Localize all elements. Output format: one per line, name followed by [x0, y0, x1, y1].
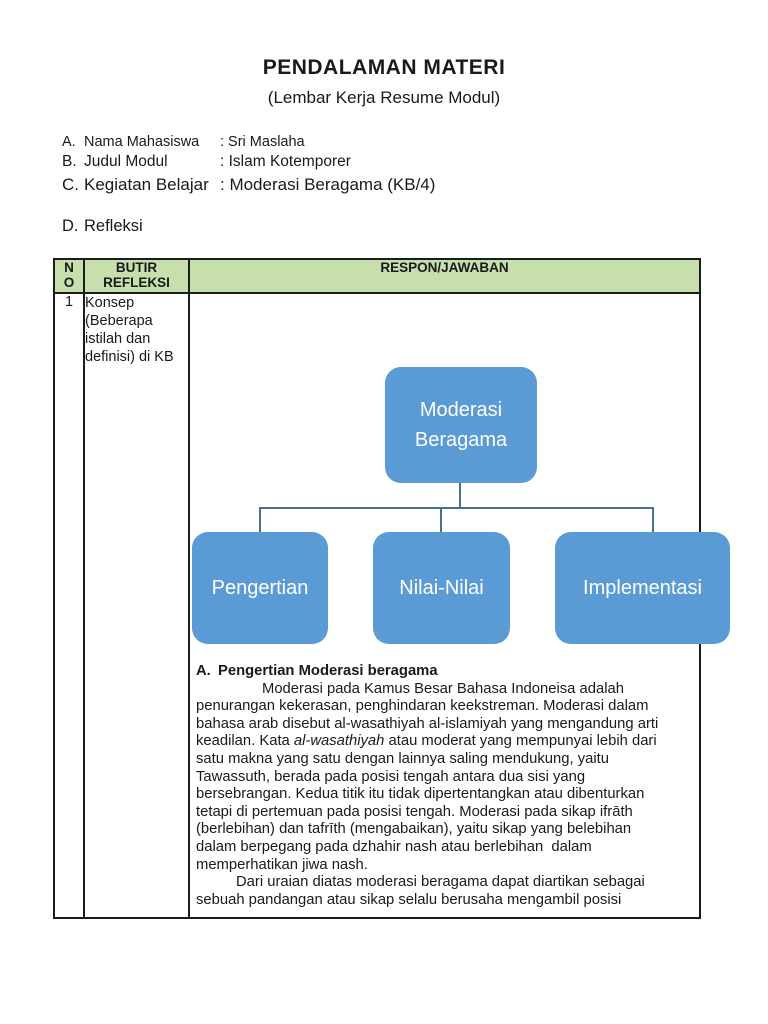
- paragraph-line: bersebrangan. Kedua titik itu tidak dipe…: [196, 786, 645, 803]
- header-respon-label: RESPON/JAWABAN: [380, 260, 509, 275]
- info-row-judul-modul: B. Judul Modul : Islam Kotemporer: [62, 153, 435, 171]
- paragraph-line: Tawassuth, berada pada posisi tengah ant…: [196, 768, 586, 785]
- header-cell-no: N O: [53, 258, 85, 294]
- paragraph-line: keadilan. Kata al-wasathiyah atau modera…: [196, 733, 657, 750]
- reflection-table: N O BUTIR REFLEKSI RESPON/JAWABAN 1 Kons…: [53, 258, 730, 919]
- connector-line-trunk: [459, 483, 461, 509]
- connector-line-stub-right: [652, 507, 654, 534]
- info-marker: A.: [62, 134, 76, 150]
- paragraph-line: dalam berpegang pada dzhahir nash atau b…: [196, 838, 592, 855]
- info-row-kegiatan-belajar: C. Kegiatan Belajar : Moderasi Beragama …: [62, 175, 435, 195]
- cell-butir-refleksi: Konsep (Beberapa istilah dan definisi) d…: [83, 292, 190, 919]
- diagram-node-label: Nilai-Nilai: [399, 577, 484, 599]
- diagram-node-label: Pengertian: [211, 577, 309, 599]
- cell-row-number: 1: [53, 292, 85, 919]
- header-butir-line2: REFLEKSI: [103, 275, 170, 291]
- paragraph-line: bahasa arab disebut al-wasathiyah al-isl…: [196, 715, 659, 732]
- connector-line-stub-left: [259, 507, 261, 534]
- paragraph-line: tetapi di pertemuan pada posisi tengah. …: [196, 803, 633, 820]
- document-info-list: A. Nama Mahasiswa : Sri Maslaha B. Judul…: [62, 134, 435, 236]
- info-label: Refleksi: [84, 217, 143, 235]
- connector-line-stub-middle: [440, 507, 442, 534]
- info-marker: B.: [62, 153, 77, 170]
- table-row: 1 Konsep (Beberapa istilah dan definisi)…: [53, 292, 730, 919]
- diagram-node-label: Implementasi: [583, 577, 702, 599]
- connector-line-horizontal: [259, 507, 654, 509]
- info-value: : Islam Kotemporer: [220, 153, 351, 170]
- info-label: Kegiatan Belajar: [84, 175, 209, 194]
- page-subtitle: (Lembar Kerja Resume Modul): [267, 88, 501, 107]
- diagram-node-pengertian: Pengertian: [192, 532, 328, 644]
- paragraph-line: (berlebihan) dan tafrīth (mengabaikan), …: [196, 821, 632, 838]
- cell-respon-jawaban: Moderasi Beragama Pengertian Nilai-Nilai…: [188, 292, 730, 919]
- info-row-refleksi: D. Refleksi: [62, 217, 435, 236]
- info-value: : Moderasi Beragama (KB/4): [220, 175, 436, 194]
- diagram-node-nilai-nilai: Nilai-Nilai: [373, 532, 510, 644]
- section-heading: A. Pengertian Moderasi beragama: [196, 663, 698, 681]
- info-marker: C.: [62, 175, 79, 194]
- table-header-row: N O BUTIR REFLEKSI RESPON/JAWABAN: [53, 258, 701, 294]
- paragraph-line: Dari uraian diatas moderasi beragama dap…: [236, 874, 645, 891]
- respon-text-block: A. Pengertian Moderasi beragama Moderasi…: [196, 663, 698, 909]
- section-heading-marker: A.: [196, 663, 211, 679]
- section-heading-label: Pengertian Moderasi beragama: [218, 663, 438, 679]
- page-title: PENDALAMAN MATERI: [262, 56, 506, 79]
- diagram-node-moderasi-beragama: Moderasi Beragama: [385, 367, 537, 483]
- paragraph-lines: Moderasi pada Kamus Besar Bahasa Indonei…: [196, 681, 698, 910]
- paragraph-line: sebuah pandangan atau sikap selalu berus…: [196, 891, 622, 908]
- header-no-line2: O: [63, 275, 75, 291]
- info-label: Judul Modul: [84, 153, 168, 170]
- info-label: Nama Mahasiswa: [84, 134, 200, 150]
- info-row-nama-mahasiswa: A. Nama Mahasiswa : Sri Maslaha: [62, 134, 435, 150]
- header-no-line1: N: [64, 260, 74, 275]
- diagram-node-implementasi: Implementasi: [555, 532, 730, 644]
- header-cell-butir-refleksi: BUTIR REFLEKSI: [83, 258, 190, 294]
- diagram-node-label: Moderasi Beragama: [414, 399, 508, 451]
- header-butir-line1: BUTIR: [115, 260, 158, 275]
- header-cell-respon-jawaban: RESPON/JAWABAN: [188, 258, 701, 294]
- info-value: : Sri Maslaha: [220, 134, 305, 150]
- paragraph-line: penurangan kekerasan, penghindaran keeks…: [196, 698, 649, 715]
- paragraph-line: satu makna yang satu dengan lainnya sali…: [196, 750, 609, 767]
- info-marker: D.: [62, 217, 79, 235]
- paragraph-line: memperhatikan jiwa nash.: [196, 856, 368, 873]
- paragraph-line: Moderasi pada Kamus Besar Bahasa Indonei…: [262, 680, 624, 697]
